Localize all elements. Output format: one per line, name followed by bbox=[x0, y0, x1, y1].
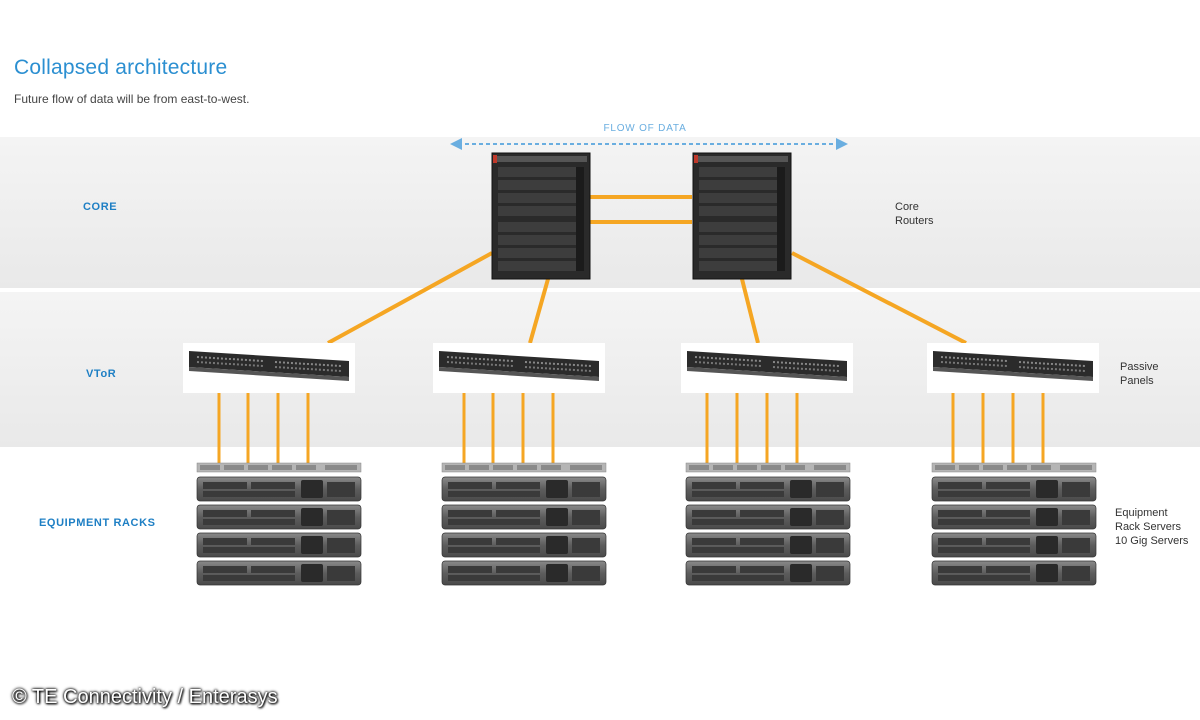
core-layer-label: CORE bbox=[83, 201, 118, 213]
band-divider bbox=[0, 288, 1200, 292]
network-links bbox=[327, 195, 967, 345]
core-to-panel-link bbox=[528, 278, 550, 344]
server-rack-icon bbox=[196, 462, 362, 586]
core-description-line: Core bbox=[895, 201, 919, 213]
core-description-line: Routers bbox=[895, 215, 934, 227]
server-rack-icon bbox=[685, 462, 851, 586]
diagram-subtitle: Future flow of data will be from east-to… bbox=[14, 92, 250, 106]
racks-description-line: Rack Servers bbox=[1115, 521, 1182, 533]
server-rack-icon bbox=[441, 462, 607, 586]
racks-description-line: Equipment bbox=[1115, 507, 1168, 519]
band-divider bbox=[0, 447, 1200, 451]
racks-description: Equipment Rack Servers 10 Gig Servers bbox=[1115, 506, 1188, 548]
core-description: Core Routers bbox=[895, 200, 934, 228]
server-rack-icon bbox=[931, 462, 1097, 586]
vtor-description-line: Passive bbox=[1120, 361, 1159, 373]
flow-of-data-label: FLOW OF DATA bbox=[603, 123, 687, 134]
core-to-panel-link bbox=[791, 251, 967, 345]
patch-panel-icon bbox=[680, 342, 854, 394]
vtor-layer-label: VToR bbox=[86, 368, 117, 380]
core-router-icon bbox=[692, 152, 792, 280]
racks-description-line: 10 Gig Servers bbox=[1115, 535, 1189, 547]
diagram-title: Collapsed architecture bbox=[14, 56, 228, 79]
double-arrow-icon bbox=[450, 138, 848, 150]
core-router-icon bbox=[491, 152, 591, 280]
patch-panel-icon bbox=[432, 342, 606, 394]
core-to-panel-link bbox=[740, 278, 760, 344]
equipment-racks-layer-label: EQUIPMENT RACKS bbox=[39, 517, 156, 529]
vtor-description: Passive Panels bbox=[1120, 360, 1159, 388]
vtor-description-line: Panels bbox=[1120, 375, 1154, 387]
patch-panel-icon bbox=[926, 342, 1100, 394]
panel-to-rack-links bbox=[217, 393, 1045, 463]
image-credit: © TE Connectivity / Enterasys bbox=[12, 686, 278, 708]
patch-panel-icon bbox=[182, 342, 356, 394]
core-band bbox=[0, 137, 1200, 288]
core-to-panel-link bbox=[327, 251, 493, 345]
